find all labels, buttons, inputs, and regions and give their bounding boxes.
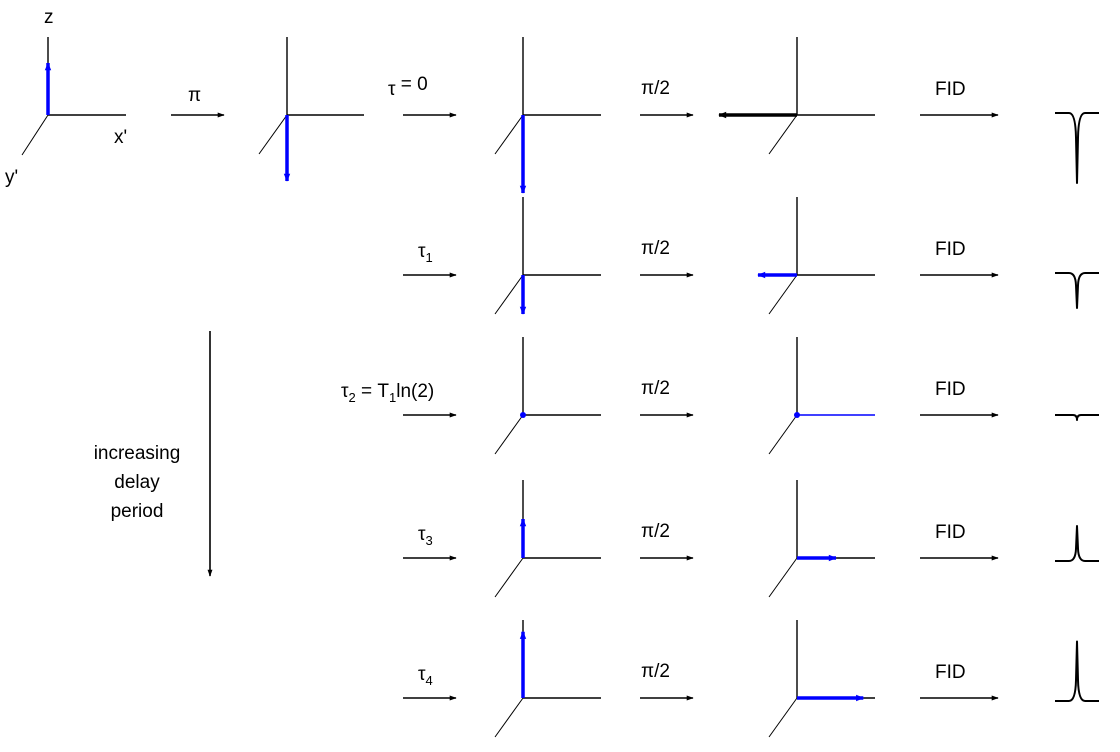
delay-label: τ2 = T1ln(2) — [341, 381, 434, 405]
row-1: τ = 0 π/2 FID — [388, 37, 1099, 194]
side-note-line-3: period — [111, 501, 164, 522]
delay-label-rest: = 0 — [396, 74, 428, 95]
delay-label: τ1 — [418, 241, 433, 265]
spectrum-peak — [1055, 414, 1099, 421]
side-note-line-1: increasing — [94, 443, 181, 464]
delay-label: τ4 — [418, 664, 433, 688]
y-axis-label: y' — [5, 167, 18, 188]
fid-label: FID — [935, 522, 966, 543]
y-axis — [768, 557, 798, 598]
delay-label-sym: τ — [418, 241, 426, 262]
pulse-label: π/2 — [641, 521, 670, 542]
y-axis — [494, 414, 524, 455]
z-axis-label: z — [44, 7, 54, 28]
frame-after-delay — [494, 337, 601, 455]
y-axis — [768, 697, 798, 738]
delay-label-sym: τ — [341, 381, 349, 402]
delay-label-sub: 1 — [426, 250, 433, 265]
null-magnetization-dot — [520, 412, 526, 418]
delay-label-rest2: ln(2) — [396, 381, 434, 402]
pulse-label: π/2 — [641, 661, 670, 682]
row-2: τ1 π/2 FID — [403, 197, 1099, 315]
y-axis — [258, 114, 288, 155]
y-axis — [494, 557, 524, 598]
pulse-label: π/2 — [641, 378, 670, 399]
delay-annotation: increasing delay period — [94, 331, 213, 577]
frame-after-delay — [494, 620, 601, 738]
delay-label: τ = 0 — [388, 74, 428, 100]
initial-frame: z x' y' — [5, 7, 127, 188]
delay-label-sub: 3 — [426, 533, 433, 548]
delay-label-sub: 2 — [349, 390, 356, 405]
delay-label-sub2: 1 — [389, 390, 396, 405]
spectrum-peak — [1055, 640, 1099, 702]
spectrum-peak — [1055, 272, 1099, 309]
pulse-label: π/2 — [641, 78, 670, 99]
row-5: τ4 π/2 FID — [403, 620, 1099, 738]
delay-label-sym: τ — [418, 524, 426, 545]
y-axis — [768, 114, 798, 155]
y-axis — [768, 274, 798, 315]
null-magnetization-dot — [794, 412, 800, 418]
fid-label: FID — [935, 379, 966, 400]
delay-label-sym: τ — [388, 79, 396, 100]
side-note-line-2: delay — [114, 472, 160, 493]
delay-label-sub: 4 — [426, 673, 433, 688]
frame-after-pulse — [768, 620, 875, 738]
x-axis-label: x' — [114, 127, 127, 148]
spectrum-peak — [1055, 112, 1099, 184]
y-axis — [494, 274, 524, 315]
frame-after-delay — [494, 480, 601, 598]
fid-label: FID — [935, 79, 966, 100]
pi-pulse-step: π — [171, 85, 225, 118]
y-axis — [494, 697, 524, 738]
frame-after-delay — [494, 197, 601, 315]
delay-label-sym: τ — [418, 664, 426, 685]
delay-label: τ3 — [418, 524, 433, 548]
y-axis — [494, 114, 524, 155]
inverted-frame — [258, 37, 364, 182]
frame-after-pulse — [757, 197, 875, 315]
frame-after-delay — [494, 37, 601, 194]
row-4: τ3 π/2 FID — [403, 480, 1099, 598]
frame-after-pulse — [718, 37, 875, 155]
pulse-label: π/2 — [641, 238, 670, 259]
fid-label: FID — [935, 662, 966, 683]
frame-after-pulse — [768, 337, 875, 455]
frame-after-pulse — [768, 480, 875, 598]
pi-pulse-label: π — [188, 85, 201, 106]
spectrum-peak — [1055, 525, 1099, 562]
fid-label: FID — [935, 239, 966, 260]
delay-label-rest: = T — [356, 381, 390, 402]
row-3: τ2 = T1ln(2) π/2 FID — [341, 337, 1099, 455]
y-axis — [21, 114, 49, 156]
y-axis — [768, 414, 798, 455]
